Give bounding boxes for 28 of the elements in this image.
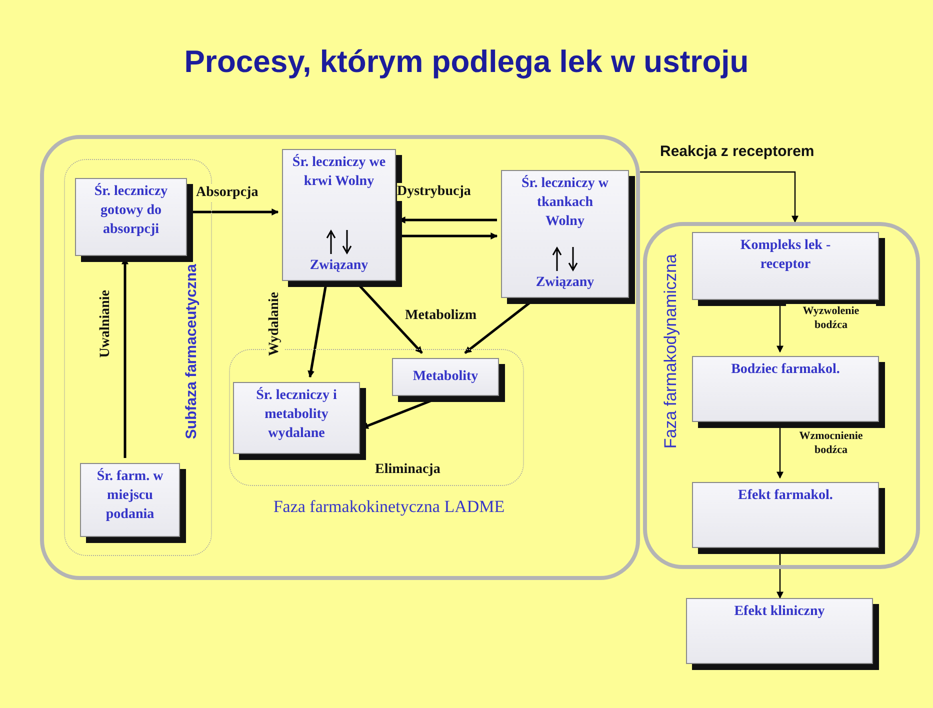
phase-frame [643, 222, 920, 569]
edge-label: Absorpcja [196, 184, 258, 202]
arrow [399, 232, 498, 240]
box-text: Efekt farmakol. [738, 487, 833, 505]
phase-title: Subfaza farmaceutyczna [183, 264, 200, 440]
phase-title: Faza farmakodynamiczna [661, 254, 681, 449]
edge-label: Dystrybucja [397, 183, 471, 202]
box-text: Związany [310, 257, 368, 276]
group-heading: Eliminacja [375, 462, 440, 478]
box-text: Śr. leczniczy we krwi Wolny [292, 154, 386, 191]
arrow [776, 551, 784, 599]
edge-label: Wydalanie [266, 292, 284, 356]
box-text: Śr. leczniczy i metabolity wydalane [255, 387, 338, 443]
box-text: Śr. leczniczy gotowy do absorpcji [93, 183, 169, 239]
box-text: Efekt kliniczny [734, 603, 825, 621]
edge-label: Reakcja z receptorem [660, 142, 814, 162]
arrow [776, 303, 784, 353]
arrow [776, 425, 784, 479]
box-text: Bodziec farmakol. [731, 361, 840, 379]
box-text: Śr. leczniczy w tkankach Wolny [520, 175, 610, 231]
box-text: Związany [536, 274, 594, 292]
diagram-title: Procesy, którym podlega lek w ustroju [183, 44, 750, 80]
box-text: Śr. farm. w miejscu podania [96, 468, 164, 524]
phase-title: Faza farmakokinetyczna LADME [272, 497, 506, 517]
phase-frame [40, 135, 640, 580]
box-text: Kompleks lek - receptor [739, 237, 832, 274]
box-text: Metabolity [412, 368, 478, 386]
arrow [640, 171, 798, 223]
